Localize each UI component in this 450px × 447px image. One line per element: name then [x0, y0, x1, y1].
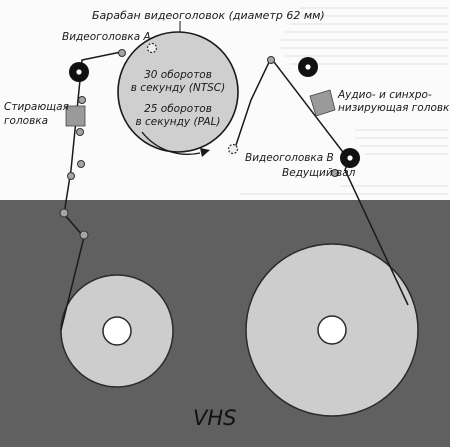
pal-rate-line1: 25 оборотов	[144, 103, 212, 115]
audio-sync-head	[309, 89, 336, 117]
head-b-label: Видеоголовка В	[245, 152, 334, 164]
supply-reel-hub	[102, 316, 132, 346]
tape-guides	[59, 49, 339, 240]
erase-head	[65, 105, 86, 127]
takeup-reel-hub	[317, 315, 347, 345]
right-roller-hub	[305, 64, 311, 70]
erase-head-label-line1: Стирающая	[4, 101, 69, 113]
audio-head-label-line2: низирующая головка	[338, 102, 450, 114]
erase-head-label-line2: головка	[4, 115, 48, 127]
ntsc-rate-line1: 30 оборотов	[144, 69, 212, 81]
tape-path	[60, 51, 409, 331]
left-pinch-roller-hub	[76, 69, 82, 75]
format-label: VHS	[193, 406, 237, 430]
audio-head-label-line1: Аудио- и синхро-	[337, 89, 432, 101]
video-drum	[117, 31, 239, 153]
head-b-marker	[227, 143, 239, 155]
drum-rotation-arrow	[141, 131, 201, 156]
capstan-label: Ведущий вал	[282, 167, 356, 179]
drum-title: Барабан видеоголовок (диаметр 62 мм)	[92, 9, 325, 22]
ntsc-rate-line2: в секунду (NTSC)	[131, 82, 225, 94]
arrow-head	[200, 148, 210, 157]
head-a-label: Видеоголовка А	[62, 31, 151, 43]
pal-rate-line2: в секунду (PAL)	[135, 116, 220, 128]
capstan-roller-hub	[347, 155, 353, 161]
head-a-marker	[146, 42, 158, 54]
